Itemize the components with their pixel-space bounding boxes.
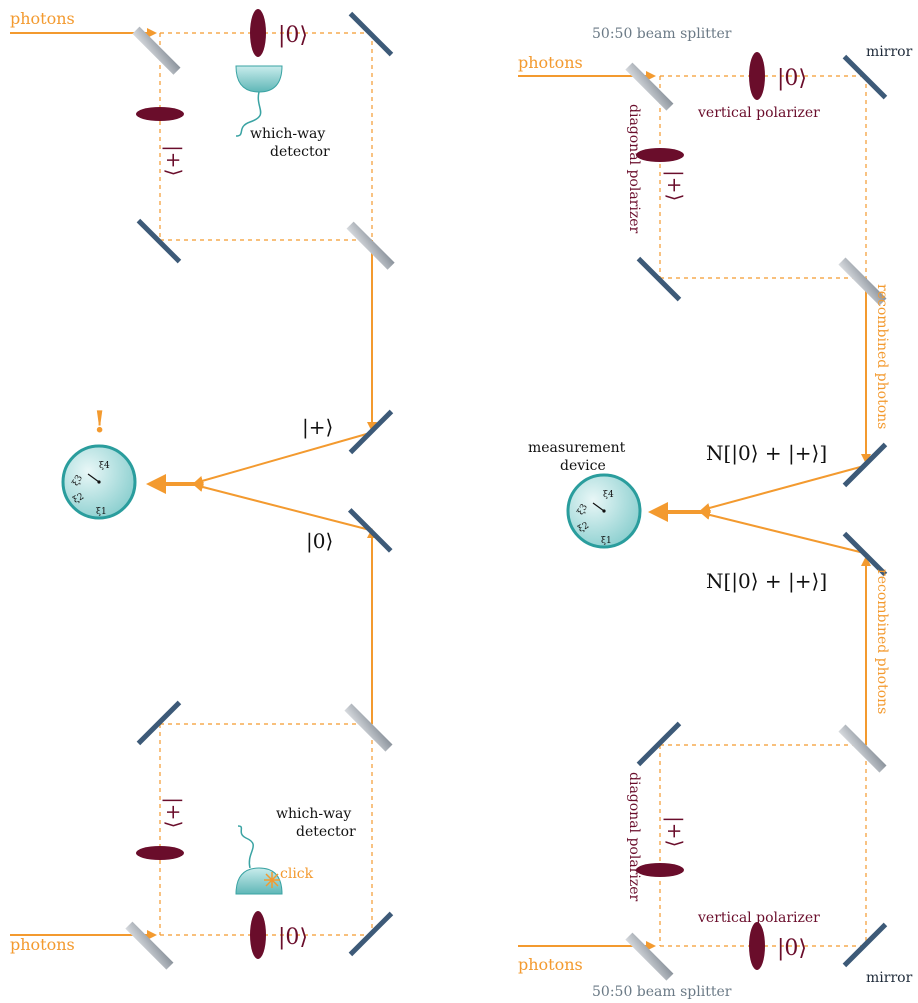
beam-splitter: [625, 62, 674, 111]
dial-mark: ξ2: [577, 521, 591, 535]
polarizer-label: diagonal polarizer: [626, 772, 642, 902]
polarizer-label: diagonal polarizer: [626, 104, 642, 234]
output-state-upper: |+⟩: [302, 415, 333, 440]
which-way-detector-icon: [235, 65, 283, 137]
left-solid-beams: [10, 28, 377, 940]
polarization-state: |0⟩: [278, 23, 308, 48]
vertical-polarizer: [749, 52, 765, 100]
dial-mark: ξ1: [601, 536, 612, 546]
polarizer-label: vertical polarizer: [697, 105, 820, 121]
diagonal-polarizer: [136, 107, 184, 121]
detector-label: which-way: [250, 126, 325, 142]
source-label: photons: [518, 955, 583, 974]
measurement-dial-icon: [566, 473, 642, 549]
right-panel: ξ4 ξ3 ξ2 ξ1 50:50 beam splitter mirror p…: [518, 26, 913, 1000]
beam-splitter: [344, 703, 393, 752]
dial-mark: ξ1: [96, 507, 107, 517]
source-label: photons: [10, 9, 75, 28]
click-label: click: [280, 866, 314, 882]
combined-state-lower: N[|0⟩ + |+⟩]: [706, 569, 827, 594]
mirror: [136, 218, 182, 264]
polarization-state: |0⟩: [777, 66, 807, 91]
beam-splitter: [132, 26, 181, 75]
mirror-label: mirror: [866, 970, 913, 986]
dial-mark: ξ2: [72, 492, 86, 506]
beam-splitter: [838, 257, 887, 306]
mirror: [842, 442, 888, 488]
splitter-label: 50:50 beam splitter: [592, 26, 732, 42]
vertical-polarizer: [749, 922, 765, 970]
mirror: [636, 256, 682, 302]
mirror: [348, 409, 394, 455]
device-label: device: [560, 458, 606, 474]
dial-mark: ξ3: [71, 473, 85, 487]
polarization-state: |+⟩: [662, 816, 687, 847]
detector-label: which-way: [276, 806, 351, 822]
output-state-lower: |0⟩: [306, 529, 333, 554]
polarization-state: |0⟩: [777, 936, 807, 961]
mirror-label: mirror: [866, 44, 913, 60]
diagonal-polarizer: [636, 863, 684, 877]
beam-splitter: [125, 921, 174, 970]
vertical-polarizer: [250, 9, 266, 57]
mirror: [348, 911, 394, 957]
polarization-state: |+⟩: [662, 170, 687, 201]
click-flash-icon: [264, 872, 280, 888]
beam-splitter: [625, 932, 674, 981]
measurement-dial-icon: [61, 444, 137, 520]
left-dashed-beams: [159, 32, 373, 936]
right-solid-beams: [518, 71, 871, 951]
which-way-detector-icon: [235, 825, 283, 895]
mirror: [842, 531, 888, 577]
dial-mark: ξ4: [99, 461, 110, 471]
detector-label: detector: [270, 144, 330, 160]
device-label: measurement: [528, 440, 626, 456]
recombined-label: recombined photons: [874, 284, 890, 429]
mirror: [348, 11, 394, 57]
polarization-state: |0⟩: [278, 925, 308, 950]
beam-splitter: [346, 221, 395, 270]
beam-splitter: [838, 724, 887, 773]
recombined-label: recombined photons: [874, 569, 890, 714]
polarization-state: |+⟩: [161, 797, 186, 828]
alert-mark: !: [93, 405, 106, 440]
mirror: [136, 700, 182, 746]
dial-mark: ξ4: [603, 490, 614, 500]
source-label: photons: [10, 935, 75, 954]
detector-label: detector: [296, 824, 356, 840]
mirror: [347, 508, 393, 553]
mirror: [842, 54, 888, 100]
polarizer-label: vertical polarizer: [697, 910, 820, 926]
dial-mark: ξ3: [576, 502, 590, 516]
mirror: [842, 922, 888, 968]
vertical-polarizer: [250, 911, 266, 959]
left-panel: ξ4 ξ3 ξ2 ξ1 ! photons photons |0⟩ |0⟩ |+…: [10, 9, 395, 970]
right-dashed-beams: [659, 75, 867, 947]
combined-state-upper: N[|0⟩ + |+⟩]: [706, 441, 827, 466]
diagonal-polarizer: [636, 148, 684, 162]
mirror: [636, 721, 682, 767]
polarization-state: |+⟩: [161, 145, 186, 176]
splitter-label: 50:50 beam splitter: [592, 984, 732, 1000]
diagonal-polarizer: [136, 846, 184, 860]
source-label: photons: [518, 53, 583, 72]
